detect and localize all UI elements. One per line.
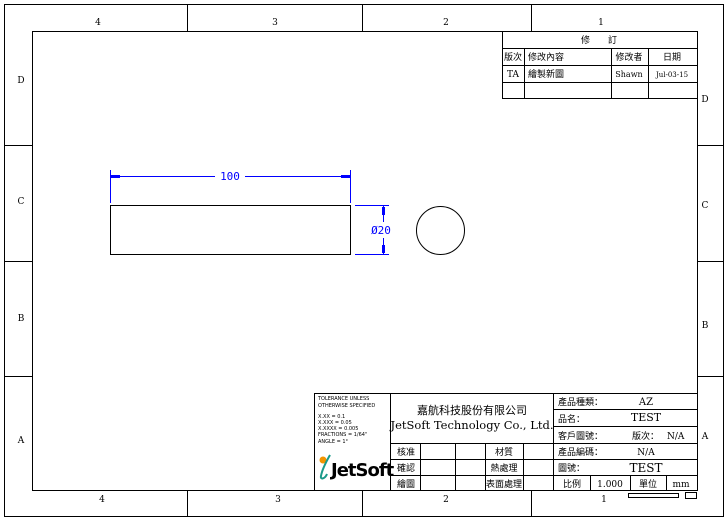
zone-bottom-4: 4	[99, 495, 105, 505]
tolerance-line: X.XXXX = 0.005	[318, 426, 358, 432]
tolerance-line: FRACTIONS = 1/64"	[318, 432, 367, 438]
revision-row-version: TA	[507, 70, 520, 80]
tolerance-line: ANGLE = 1°	[318, 439, 349, 445]
zone-right-d: D	[701, 95, 708, 105]
revision-title: 修 訂	[581, 34, 617, 46]
zone-right-b: B	[702, 321, 709, 331]
company-name-zh: 嘉航科技股份有限公司	[417, 403, 527, 417]
label-unit: 單位	[639, 478, 657, 490]
unit-value: mm	[672, 480, 690, 490]
label-version: 版次：	[632, 430, 659, 442]
revision-row-date: Jul-03-15	[655, 71, 688, 79]
length-dimension: 100	[220, 170, 240, 183]
company-name-en: JetSoft Technology Co., Ltd.	[389, 418, 553, 432]
zone-left-b: B	[18, 314, 25, 324]
tolerance-line: X.XXX = 0.05	[318, 420, 352, 426]
label-surface-treatment: 表面處理	[486, 478, 522, 490]
sheet-size-indicator	[628, 492, 697, 499]
inner-frame	[32, 31, 698, 491]
part-side-view	[110, 205, 351, 255]
zone-left-a: A	[17, 436, 25, 446]
title-block: TOLERANCE UNLESS OTHERWISE SPECIFIED X.X…	[314, 393, 698, 491]
revision-header-date: 日期	[663, 52, 681, 63]
zone-top-1: 1	[598, 18, 604, 28]
label-drawn: 繪圖	[397, 478, 415, 490]
revision-row-content: 繪製新圖	[528, 68, 564, 80]
tolerance-title-1: TOLERANCE UNLESS	[317, 396, 369, 402]
part-end-view	[416, 206, 465, 255]
part-drawing: 100 Ø20	[110, 170, 465, 255]
label-scale: 比例	[563, 478, 581, 490]
label-product-type: 產品種類：	[558, 396, 603, 408]
label-name: 品名：	[558, 413, 585, 425]
revision-table: 修 訂 版次 修改內容 修改者 日期 TA 繪製新圖 Shawn Jul-03-…	[502, 31, 698, 99]
zone-bottom-3: 3	[275, 495, 281, 505]
label-confirmed: 確認	[397, 462, 415, 474]
logo-text: JetSoft	[329, 460, 395, 481]
version-value: N/A	[667, 432, 685, 442]
zone-right-c: C	[702, 201, 709, 211]
tolerance-title-2: OTHERWISE SPECIFIED	[318, 403, 375, 409]
zone-top-4: 4	[95, 18, 101, 28]
revision-header-author: 修改者	[615, 51, 642, 63]
zone-left-d: D	[17, 76, 24, 86]
product-code-value: N/A	[637, 448, 655, 458]
label-checked: 核准	[397, 446, 415, 458]
outer-border	[4, 4, 724, 517]
zone-labels: 4 3 2 1 4 3 2 1 D C B A D C B A	[17, 18, 709, 505]
diameter-dimension: Ø20	[371, 224, 391, 237]
zone-top-2: 2	[443, 18, 449, 28]
label-drawing-no: 圖號：	[558, 462, 585, 474]
zone-ticks	[4, 4, 724, 517]
product-type-value: AZ	[638, 397, 653, 408]
revision-row-author: Shawn	[615, 70, 642, 79]
name-value: TEST	[631, 411, 662, 424]
zone-bottom-1: 1	[601, 495, 607, 505]
label-customer-drawing: 客戶圖號：	[558, 430, 603, 442]
zone-left-c: C	[18, 197, 25, 207]
zone-top-3: 3	[272, 18, 278, 28]
jetsoft-logo: JetSoft	[319, 454, 396, 481]
scale-value: 1.000	[597, 480, 623, 490]
drawing-no-value: TEST	[630, 461, 663, 475]
zone-right-a: A	[701, 432, 709, 442]
label-material: 材質	[495, 446, 513, 458]
revision-header-content: 修改內容	[528, 51, 564, 63]
label-product-code: 產品編碼：	[558, 446, 603, 458]
tolerance-line: X.XX = 0.1	[318, 414, 345, 420]
label-heat-treatment: 熱處理	[490, 462, 517, 474]
zone-bottom-2: 2	[443, 495, 449, 505]
revision-header-version: 版次	[504, 51, 522, 63]
